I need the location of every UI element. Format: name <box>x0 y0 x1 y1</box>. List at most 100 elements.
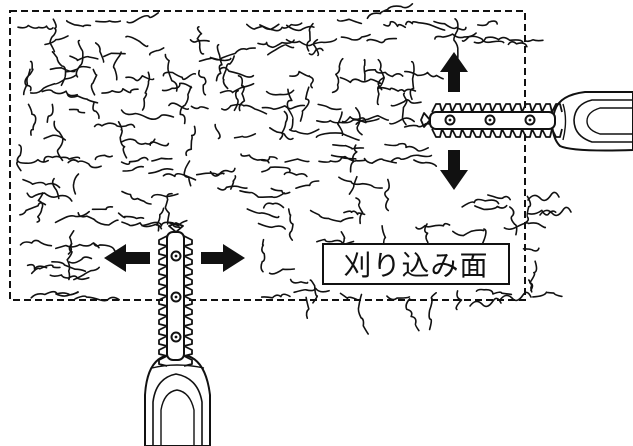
foliage-stroke <box>66 93 99 104</box>
up-down-arrow-icon <box>440 52 468 190</box>
foliage-stroke <box>474 204 508 211</box>
foliage-stroke <box>389 117 415 125</box>
foliage-stroke <box>522 247 540 252</box>
foliage-stroke <box>65 19 92 28</box>
foliage-stroke <box>265 89 295 96</box>
foliage-stroke <box>261 166 291 173</box>
foliage-stroke <box>214 123 221 140</box>
foliage-stroke <box>196 26 205 55</box>
foliage-stroke <box>117 121 128 159</box>
foliage-stroke <box>101 88 139 94</box>
foliage-stroke <box>527 191 560 202</box>
foliage-stroke <box>112 51 122 81</box>
foliage-stroke <box>503 222 547 231</box>
foliage-stroke <box>366 37 398 44</box>
foliage-stroke <box>92 102 100 120</box>
foliage-stroke <box>49 18 57 53</box>
foliage-stroke <box>93 122 136 128</box>
foliage-stroke <box>121 221 163 230</box>
foliage-stroke <box>428 292 437 331</box>
foliage-stroke <box>51 177 60 200</box>
trimming-surface-label: 刈り込み面 <box>322 243 510 285</box>
foliage-stroke <box>148 47 165 56</box>
foliage-stroke <box>103 52 126 58</box>
foliage-stroke <box>151 157 173 162</box>
foliage-stroke <box>299 86 310 122</box>
foliage-stroke <box>284 158 310 163</box>
foliage-stroke <box>215 43 223 82</box>
foliage-stroke <box>260 156 278 162</box>
foliage-stroke <box>307 75 314 89</box>
foliage-stroke <box>405 298 420 332</box>
foliage-stroke <box>162 172 197 181</box>
foliage-stroke <box>279 110 289 140</box>
foliage-stroke <box>24 68 32 92</box>
foliage-stroke <box>209 167 236 177</box>
foliage-stroke <box>469 297 502 308</box>
foliage-stroke <box>179 85 192 125</box>
foliage-stroke <box>17 158 49 165</box>
foliage-stroke <box>15 144 23 172</box>
foliage-stroke <box>43 155 81 163</box>
trimming-surface-label-text: 刈り込み面 <box>343 249 489 282</box>
foliage-stroke <box>349 144 358 173</box>
foliage-stroke <box>332 144 365 150</box>
foliage-stroke <box>289 70 311 78</box>
foliage-stroke <box>475 288 513 296</box>
foliage-stroke <box>309 209 354 223</box>
foliage-stroke <box>185 125 196 157</box>
foliage-stroke <box>312 38 320 57</box>
foliage-stroke <box>384 178 390 212</box>
foliage-stroke <box>237 75 246 112</box>
foliage-stroke <box>149 141 170 147</box>
foliage-stroke <box>222 55 235 90</box>
foliage-stroke <box>283 171 308 178</box>
foliage-stroke <box>289 278 309 284</box>
hedge-trimmer-bottom <box>144 222 211 446</box>
foliage-stroke <box>527 209 557 216</box>
foliage-stroke <box>317 103 342 111</box>
foliage-stroke <box>529 260 538 292</box>
foliage-stroke <box>125 35 149 48</box>
foliage-stroke <box>528 279 533 293</box>
foliage-stroke <box>539 206 572 217</box>
foliage-stroke <box>355 197 364 225</box>
foliage-stroke <box>461 35 505 44</box>
foliage-stroke <box>219 82 255 94</box>
foliage-stroke <box>330 154 366 162</box>
foliage-stroke <box>30 264 61 275</box>
foliage-stroke <box>452 229 485 237</box>
foliage-stroke <box>331 57 344 94</box>
foliage-stroke <box>341 116 380 123</box>
foliage-stroke <box>148 168 174 175</box>
foliage-stroke <box>51 260 87 272</box>
foliage-stroke <box>22 60 34 96</box>
foliage-stroke <box>293 287 330 294</box>
foliage-stroke <box>390 154 433 162</box>
foliage-stroke <box>339 76 382 85</box>
foliage-stroke <box>269 127 294 141</box>
foliage-stroke <box>461 198 500 208</box>
foliage-stroke <box>164 192 173 225</box>
foliage-stroke <box>390 98 422 107</box>
foliage-stroke <box>150 193 179 199</box>
foliage-stroke <box>26 263 48 270</box>
foliage-stroke <box>230 175 237 190</box>
foliage-stroke <box>309 279 319 304</box>
foliage-stroke <box>409 60 415 101</box>
foliage-stroke <box>268 268 296 275</box>
foliage-stroke <box>260 293 291 299</box>
foliage-stroke <box>126 12 159 24</box>
foliage-stroke <box>305 296 310 319</box>
foliage-stroke <box>68 256 93 264</box>
foliage-stroke <box>68 108 86 114</box>
foliage-stroke <box>162 71 197 81</box>
foliage-stroke <box>161 82 193 92</box>
foliage-stroke <box>453 18 459 63</box>
left-right-arrow-icon <box>104 244 245 272</box>
foliage-stroke <box>524 195 532 224</box>
foliage-stroke <box>308 47 324 56</box>
foliage-stroke <box>270 187 291 195</box>
foliage-stroke <box>120 156 149 166</box>
foliage-stroke <box>183 160 192 187</box>
